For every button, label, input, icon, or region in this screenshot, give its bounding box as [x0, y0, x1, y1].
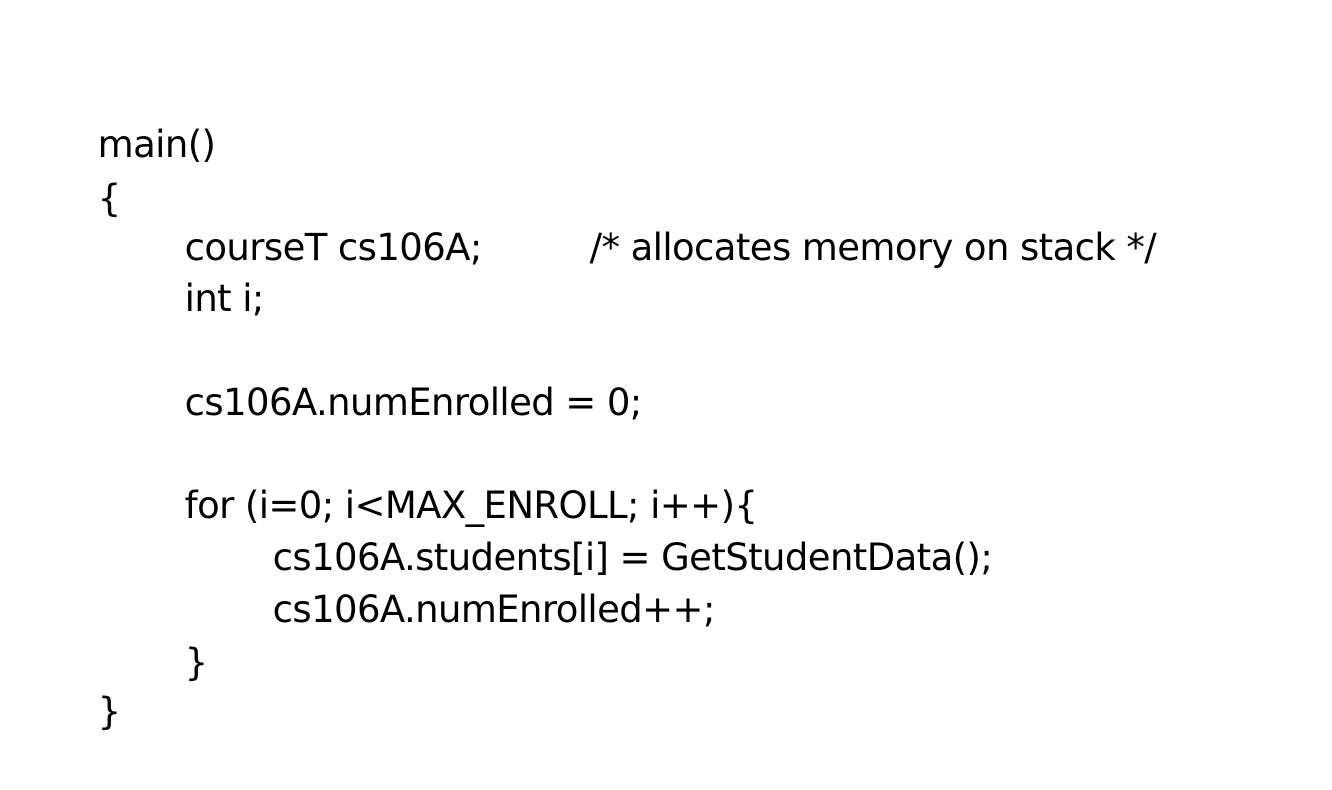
code-line-inner-close-brace: }	[140, 585, 209, 684]
open-brace: {	[97, 177, 122, 220]
code-line-num-enrolled-init: cs106A.numEnrolled = 0;	[140, 325, 643, 424]
code-line-close-brace: }	[53, 634, 122, 733]
declaration-comment: /* allocates memory on stack */	[589, 226, 1157, 269]
num-enrolled-increment: cs106A.numEnrolled++;	[272, 588, 716, 631]
code-line-declaration: courseT cs106A;	[140, 170, 483, 269]
num-enrolled-init: cs106A.numEnrolled = 0;	[184, 381, 643, 424]
students-assignment: cs106A.students[i] = GetStudentData();	[272, 536, 993, 579]
code-line-students-assign: cs106A.students[i] = GetStudentData();	[228, 480, 993, 579]
inner-close-brace: }	[184, 641, 209, 684]
int-declaration: int i;	[184, 277, 265, 320]
code-line-main: main()	[53, 67, 216, 166]
close-brace: }	[97, 690, 122, 733]
code-line-for-loop: for (i=0; i<MAX_ENROLL; i++){	[140, 428, 758, 527]
code-slide: main() { courseT cs106A; /* allocates me…	[53, 67, 1157, 733]
declaration-statement: courseT cs106A;	[184, 226, 483, 269]
code-line-increment: cs106A.numEnrolled++;	[228, 532, 716, 631]
main-signature: main()	[97, 123, 216, 166]
code-line-int-declaration: int i;	[140, 221, 265, 320]
for-loop-header: for (i=0; i<MAX_ENROLL; i++){	[184, 484, 758, 527]
code-line-declaration-comment: /* allocates memory on stack */	[545, 170, 1157, 269]
code-line-open-brace: {	[53, 121, 122, 220]
